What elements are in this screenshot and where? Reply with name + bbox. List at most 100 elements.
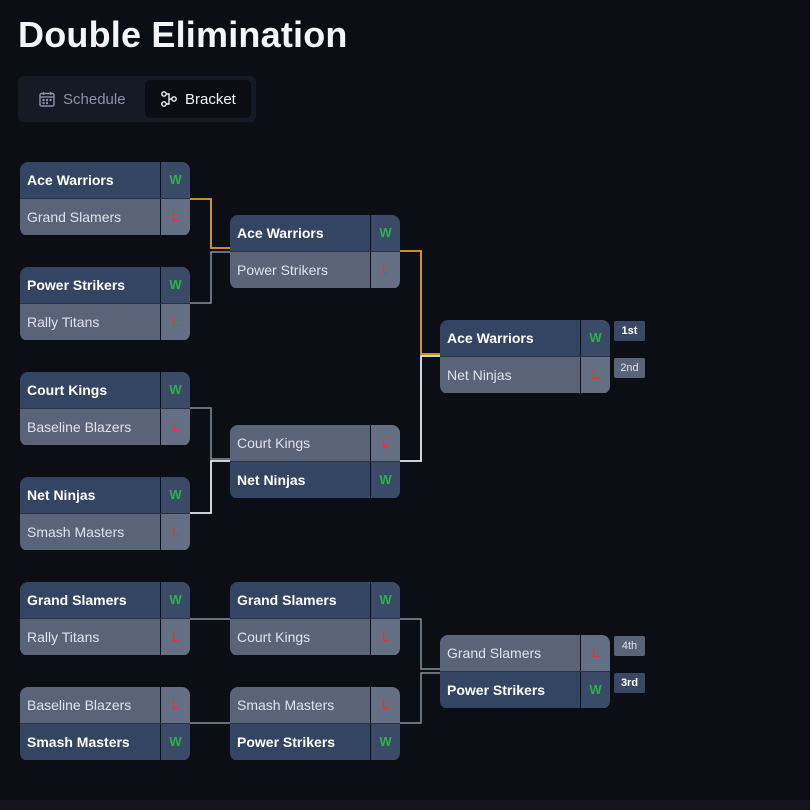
team-name: Power Strikers — [20, 267, 160, 303]
team-name: Grand Slamers — [20, 199, 160, 235]
row-divider — [20, 618, 190, 619]
loss-badge: L — [161, 199, 190, 235]
bracket-icon — [160, 90, 178, 108]
row-divider — [230, 251, 400, 252]
loss-badge: L — [581, 357, 610, 393]
win-badge: W — [371, 462, 400, 498]
win-badge: W — [161, 582, 190, 618]
loss-badge: L — [581, 635, 610, 671]
row-divider — [440, 671, 610, 672]
loss-badge: L — [161, 304, 190, 340]
team-name: Baseline Blazers — [20, 409, 160, 445]
tab-schedule[interactable]: Schedule — [22, 80, 144, 118]
win-badge: W — [161, 724, 190, 760]
tab-bracket-label: Bracket — [185, 90, 236, 108]
team-name: Smash Masters — [230, 687, 370, 723]
team-name: Grand Slamers — [440, 635, 580, 671]
loss-badge: L — [161, 687, 190, 723]
win-badge: W — [161, 267, 190, 303]
placement-tag: 3rd — [614, 673, 645, 693]
row-divider — [20, 513, 190, 514]
team-name: Rally Titans — [20, 304, 160, 340]
calendar-icon — [38, 90, 56, 108]
loss-badge: L — [161, 409, 190, 445]
team-name: Court Kings — [230, 619, 370, 655]
row-divider — [20, 408, 190, 409]
placement-tag: 4th — [614, 636, 645, 656]
win-badge: W — [161, 477, 190, 513]
row-divider — [20, 198, 190, 199]
team-name: Smash Masters — [20, 514, 160, 550]
win-badge: W — [371, 215, 400, 251]
win-badge: W — [161, 372, 190, 408]
placement-tag: 2nd — [614, 358, 645, 378]
tab-schedule-label: Schedule — [63, 90, 126, 108]
team-name: Net Ninjas — [230, 462, 370, 498]
win-badge: W — [581, 320, 610, 356]
win-badge: W — [371, 582, 400, 618]
team-name: Smash Masters — [20, 724, 160, 760]
row-divider — [20, 303, 190, 304]
team-name: Power Strikers — [230, 252, 370, 288]
team-name: Baseline Blazers — [20, 687, 160, 723]
loss-badge: L — [371, 687, 400, 723]
row-divider — [230, 723, 400, 724]
team-name: Court Kings — [230, 425, 370, 461]
team-name: Ace Warriors — [230, 215, 370, 251]
row-divider — [440, 356, 610, 357]
loss-badge: L — [371, 425, 400, 461]
team-name: Grand Slamers — [20, 582, 160, 618]
row-divider — [230, 461, 400, 462]
team-name: Ace Warriors — [20, 162, 160, 198]
loss-badge: L — [161, 514, 190, 550]
row-divider — [20, 723, 190, 724]
row-divider — [230, 618, 400, 619]
win-badge: W — [581, 672, 610, 708]
team-name: Net Ninjas — [440, 357, 580, 393]
loss-badge: L — [371, 619, 400, 655]
loss-badge: L — [161, 619, 190, 655]
tab-bracket[interactable]: Bracket — [145, 80, 251, 118]
team-name: Net Ninjas — [20, 477, 160, 513]
loss-badge: L — [371, 252, 400, 288]
win-badge: W — [161, 162, 190, 198]
team-name: Ace Warriors — [440, 320, 580, 356]
team-name: Rally Titans — [20, 619, 160, 655]
